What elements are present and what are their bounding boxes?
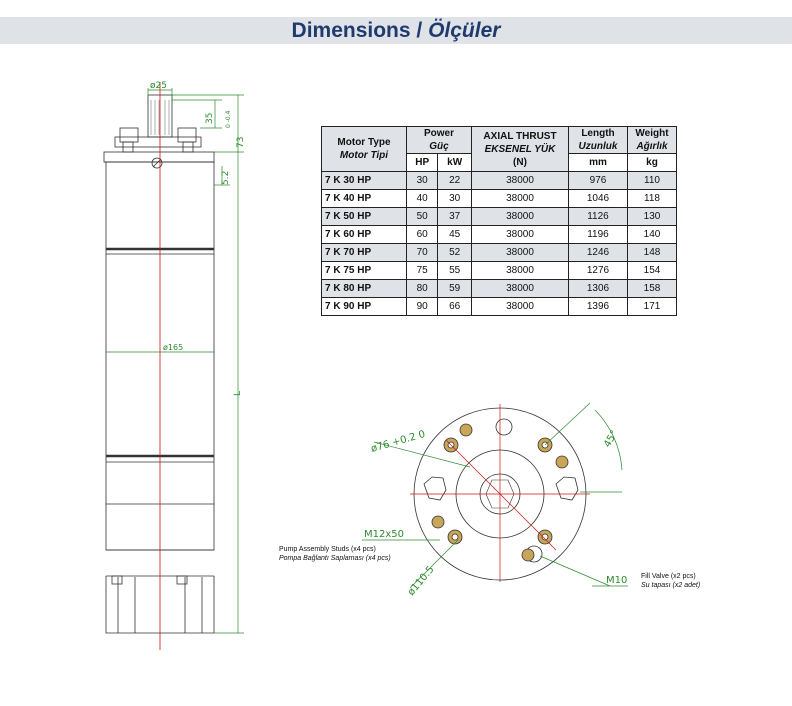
dim-tolerance: 0 -0.4 [225,110,232,128]
cell-hp: 40 [405,189,439,208]
cell-kw: 37 [437,207,472,226]
cell-kw: 52 [437,243,472,262]
title-english: Dimensions / [291,19,423,42]
cell-thrust: 38000 [471,243,569,262]
cell-model: 7 K 90 HP [321,297,407,316]
cell-weight: 154 [627,261,677,280]
title-turkish: Ölçüler [428,19,501,42]
note-valve: Fill Valve (x2 pcs) Su tapası (x2 adet) [641,573,701,589]
header-hp: HP [405,153,439,172]
cell-length: 1306 [568,279,628,298]
cell-length: 1046 [568,189,628,208]
dim-bore: ø76 +0.2 0 [370,429,427,455]
cell-hp: 90 [405,297,439,316]
cell-hp: 30 [405,171,439,190]
cell-length: 976 [568,171,628,190]
fill-valve-right [555,476,579,501]
end-dimensions [362,402,628,589]
cell-model: 7 K 60 HP [321,225,407,244]
cell-thrust: 38000 [471,225,569,244]
cell-length: 1246 [568,243,628,262]
header-kw: kW [437,153,472,172]
cell-thrust: 38000 [471,171,569,190]
cell-hp: 50 [405,207,439,226]
cell-weight: 148 [627,243,677,262]
dim-35: 35 [205,113,215,124]
cell-length: 1126 [568,207,628,226]
cell-length: 1196 [568,225,628,244]
dim-stud: M12x50 [364,529,404,540]
cell-weight: 118 [627,189,677,208]
cell-length: 1396 [568,297,628,316]
cell-model: 7 K 80 HP [321,279,407,298]
cell-hp: 80 [405,279,439,298]
cell-weight: 140 [627,225,677,244]
cell-thrust: 38000 [471,261,569,280]
dim-valve: M10 [606,575,627,586]
fill-valve-left [423,476,447,501]
cell-thrust: 38000 [471,297,569,316]
cell-hp: 60 [405,225,439,244]
cell-model: 7 K 50 HP [321,207,407,226]
title-bar [0,17,792,44]
cell-weight: 130 [627,207,677,226]
cell-hp: 75 [405,261,439,280]
header-length-unit: mm [568,153,628,172]
dim-5-2: 5.2 [221,171,231,185]
cell-kw: 66 [437,297,472,316]
dim-pcd: ø110.5 [406,564,437,598]
cell-thrust: 38000 [471,279,569,298]
dim-73: 73 [236,137,246,148]
cell-hp: 70 [405,243,439,262]
motor-side-view [103,94,215,634]
cell-kw: 45 [437,225,472,244]
dim-body-diameter: ø165 [163,343,183,352]
cell-weight: 158 [627,279,677,298]
cell-model: 7 K 30 HP [321,171,407,190]
cell-length: 1276 [568,261,628,280]
cell-model: 7 K 70 HP [321,243,407,262]
side-dimensions [106,88,244,634]
page-title: Dimensions / Ölçüler [0,17,792,44]
cell-kw: 30 [437,189,472,208]
cell-thrust: 38000 [471,189,569,208]
cell-weight: 110 [627,171,677,190]
header-weight-unit: kg [627,153,677,172]
cell-thrust: 38000 [471,207,569,226]
end-center-axes [410,404,590,582]
note-studs: Pump Assembly Studs (x4 pcs) Pompa Bağla… [279,546,391,562]
cell-weight: 171 [627,297,677,316]
cell-kw: 55 [437,261,472,280]
dim-length-L: L [233,391,243,396]
dim-shaft: ø25 [150,81,167,91]
cell-model: 7 K 40 HP [321,189,407,208]
cell-kw: 22 [437,171,472,190]
cell-model: 7 K 75 HP [321,261,407,280]
cell-kw: 59 [437,279,472,298]
